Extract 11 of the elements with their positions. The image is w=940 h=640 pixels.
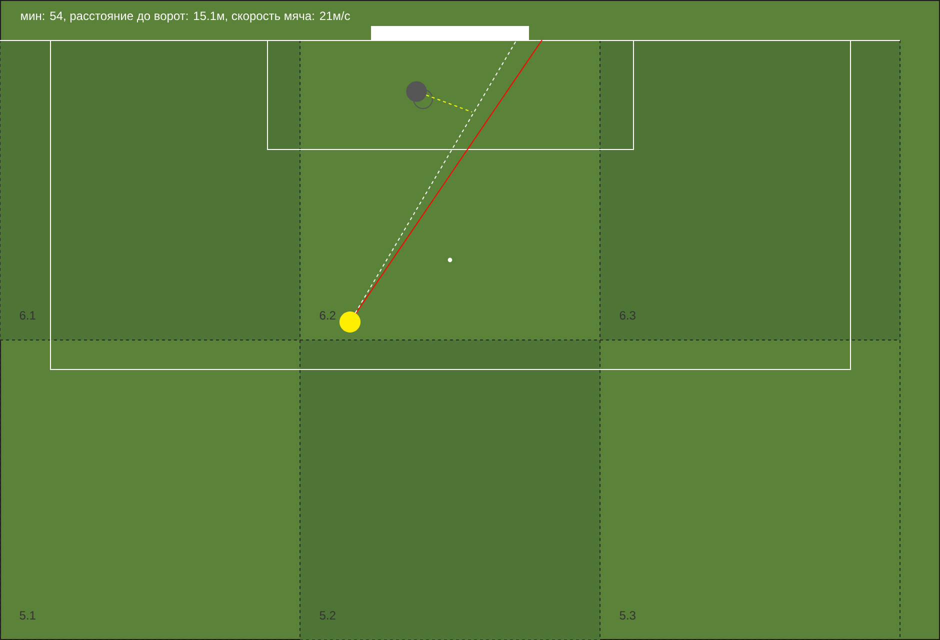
dashed-line	[426, 94, 472, 112]
goal-bar	[371, 26, 529, 40]
zone-box: 6.3	[600, 40, 900, 340]
zone-box: 5.2	[300, 340, 600, 640]
title: мин: 54, расстояние до ворот: 15.1м, скорость мяча: 21м/с	[21, 11, 350, 22]
ball	[340, 312, 360, 332]
player-marker	[406, 81, 433, 109]
zone-box: 5.3	[600, 340, 900, 640]
zone-box: 5.1	[0, 340, 300, 640]
zone-box: 6.2	[300, 40, 600, 340]
zone-box: 6.1	[0, 40, 300, 340]
